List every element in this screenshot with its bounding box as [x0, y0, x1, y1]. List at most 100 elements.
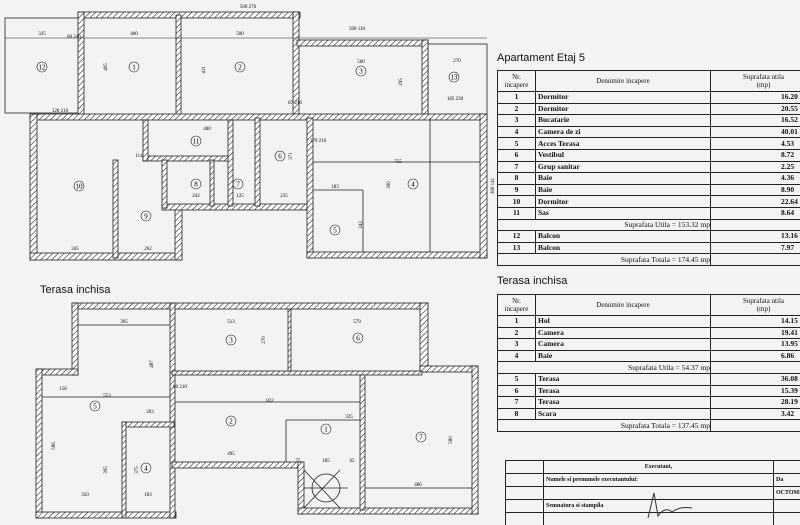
dimension-label: 350 [81, 493, 89, 498]
room-number-label: 11 [193, 138, 200, 146]
room-area: 7.97 [710, 241, 800, 255]
subtotal-row: Suprafata Utila = 54.37 mp [497, 361, 711, 374]
dimension-label: 495 [227, 452, 235, 457]
room-name: Hol [535, 315, 711, 328]
dimension-label: 487 [150, 360, 155, 368]
room-number-marker: 6 [352, 332, 364, 344]
dimension-label: 390 [387, 181, 392, 189]
dimension-label: 270 [453, 59, 461, 64]
room-number: 8 [497, 407, 536, 421]
room-area: 22.64 [710, 195, 800, 208]
room-number: 2 [497, 326, 536, 340]
room-area: 36.08 [710, 372, 800, 386]
room-area: 8.90 [710, 183, 800, 197]
room-name: Balcon [535, 230, 711, 243]
col-header-name: Denumire incapere [535, 70, 711, 92]
room-number: 1 [497, 315, 536, 328]
room-number-marker: 4 [407, 178, 419, 190]
handwritten-signature [647, 492, 693, 519]
room-number: 12 [497, 230, 536, 243]
room-number-label: 8 [194, 181, 198, 189]
dimension-label: 120 210 [52, 109, 69, 114]
room-area: 20.55 [710, 102, 800, 116]
terrace-floor-plan [35, 302, 479, 519]
total-row: Suprafata Totala = 137.45 mp [497, 419, 711, 432]
room-area: 15.39 [710, 384, 800, 398]
room-number-label: 6 [356, 335, 360, 343]
room-name: Sas [535, 206, 711, 220]
room-number: 7 [497, 396, 536, 409]
room-area: 3.42 [710, 407, 800, 421]
room-area: 16.20 [710, 91, 800, 104]
dimension-label: 185 [322, 459, 330, 464]
dimension-label: 755 [394, 160, 402, 165]
dimension-label: 375 [135, 466, 140, 474]
room-area: 19.41 [710, 326, 800, 340]
dimension-label: 295 [399, 78, 404, 86]
room-number-marker: 10 [73, 180, 85, 192]
room-name: Balcon [535, 241, 711, 255]
room-number-marker: 2 [225, 415, 237, 427]
room-number-marker: 11 [190, 135, 202, 147]
room-name: Terasa [535, 396, 711, 409]
room-number-label: 1 [132, 64, 136, 72]
room-number-marker: 4 [140, 462, 152, 474]
room-name: Terasa [535, 384, 711, 398]
room-number-label: 12 [39, 64, 47, 72]
room-name: Camera [535, 326, 711, 340]
col-header-nr: Nr. incapere [497, 294, 536, 316]
room-number-marker: 2 [234, 61, 246, 73]
room-number-marker: 1 [128, 61, 140, 73]
dimension-label: 579 [353, 320, 361, 325]
room-number-marker: 5 [89, 400, 101, 412]
dimension-label: 400 [130, 32, 138, 37]
room-number-marker: 6 [274, 150, 286, 162]
room-number: 5 [497, 137, 536, 150]
dimension-label: 203 [146, 410, 154, 415]
dimension-label: 832 [266, 399, 274, 404]
balcony-13 [427, 43, 488, 117]
room-number: 10 [497, 195, 536, 208]
room-number-label: 7 [419, 434, 423, 442]
col-header-area: Suprafata utila (mp) [710, 70, 800, 92]
dimension-label: 325 [38, 32, 46, 37]
room-number-label: 10 [76, 183, 84, 191]
dimension-label: 480 [203, 127, 211, 132]
dimension-label: 343 [359, 221, 364, 229]
room-number-label: 13 [451, 74, 459, 82]
executant-name-label: Numele si prenumele executantului: [543, 473, 774, 487]
dimension-label: 500 [236, 32, 244, 37]
room-number-label: 5 [333, 227, 337, 235]
executant-table: Executant, Numele si prenumele executant… [505, 460, 800, 525]
dimension-label: 360 141 [491, 177, 496, 194]
dimension-label: 235 [280, 194, 288, 199]
room-name: Dormitor [535, 195, 711, 208]
room-area: 2.25 [710, 160, 800, 174]
col-header-area: Suprafata utila (mp) [710, 294, 800, 316]
room-number: 7 [497, 160, 536, 174]
dimension-label: 270 [262, 336, 267, 344]
room-number-label: 5 [93, 403, 97, 411]
room-name: Baie [535, 172, 711, 185]
total-row: Suprafata Totala = 174.45 mp [497, 253, 711, 266]
room-number-marker: 5 [329, 224, 341, 236]
room-name: Dormitor [535, 91, 711, 104]
terrace-table-title: Terasa inchisa [497, 275, 568, 287]
room-number-label: 4 [411, 181, 415, 189]
room-number-marker: 9 [140, 210, 152, 222]
room-number-marker: 3 [355, 65, 367, 77]
dimension-label: 405 [104, 63, 109, 71]
room-area: 6.86 [710, 349, 800, 363]
dimension-label: 345 [71, 247, 79, 252]
